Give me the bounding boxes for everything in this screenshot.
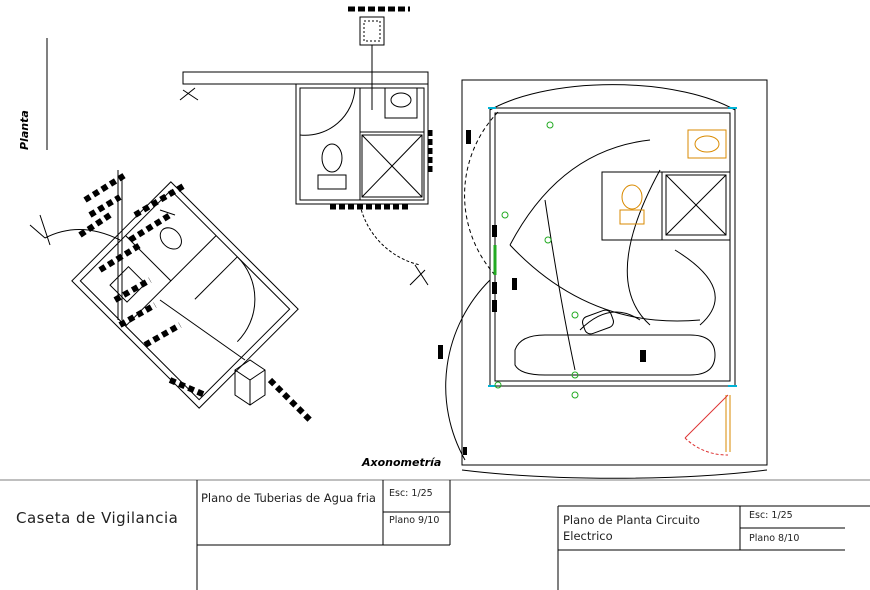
water-sheet-title: Plano de Tuberias de Agua fria (201, 491, 376, 505)
electric-plan-view (438, 79, 768, 479)
axonometria-label: Axonometría (362, 456, 442, 469)
axonometric-view (29, 170, 313, 423)
electric-sheet-title-line2: Electrico (563, 529, 613, 543)
title-block-frame (0, 38, 870, 590)
water-sheet-scale: Esc: 1/25 (389, 488, 433, 499)
water-sheet-plan-number: Plano 9/10 (389, 515, 440, 526)
electric-sheet-plan-number: Plano 8/10 (749, 533, 800, 544)
project-title: Caseta de Vigilancia (16, 509, 179, 527)
electric-sheet-scale: Esc: 1/25 (749, 510, 793, 521)
planta-label: Planta (18, 110, 31, 150)
water-plan-view (179, 6, 433, 286)
electric-sheet-title-line1: Plano de Planta Circuito (563, 513, 700, 527)
